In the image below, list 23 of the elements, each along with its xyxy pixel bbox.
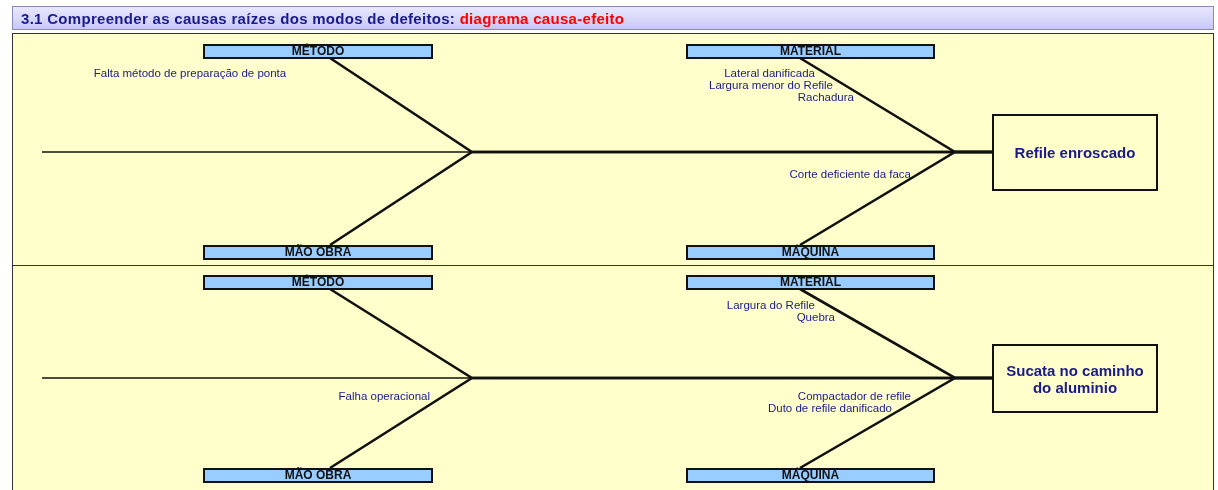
- category-box: MATERIAL: [686, 275, 935, 290]
- category-box: MÃO OBRA: [203, 468, 433, 483]
- cause-text: Falta método de preparação de ponta: [92, 67, 288, 79]
- effect-box: Sucata no caminho do aluminio: [992, 344, 1158, 413]
- cause-text: Falha operacional: [338, 390, 430, 402]
- category-box: MÉTODO: [203, 275, 433, 290]
- heading: 3.1 Compreender as causas raízes dos modos de defeitos: diagrama causa-efeito: [12, 6, 1214, 30]
- effect-box: Refile enroscado: [992, 114, 1158, 191]
- cause-text: Largura menor do Refile: [709, 79, 833, 91]
- category-box: MÉTODO: [203, 44, 433, 59]
- cause-text: Duto de refile danificado: [767, 402, 892, 414]
- category-box: MATERIAL: [686, 44, 935, 59]
- cause-text: Quebra: [796, 311, 835, 323]
- cause-text: Rachadura: [797, 91, 854, 103]
- category-box: MÃO OBRA: [203, 245, 433, 260]
- cause-text: Lateral danificada: [724, 67, 815, 79]
- cause-text: Corte deficiente da faca: [789, 168, 911, 180]
- fishbone-line: [799, 150, 992, 247]
- cause-text: Largura do Refile: [726, 299, 815, 311]
- fishbone-line: [799, 376, 992, 470]
- cause-text: Compactador de refile: [797, 390, 911, 402]
- category-box: MÁQUINA: [686, 245, 935, 260]
- category-box: MÁQUINA: [686, 468, 935, 483]
